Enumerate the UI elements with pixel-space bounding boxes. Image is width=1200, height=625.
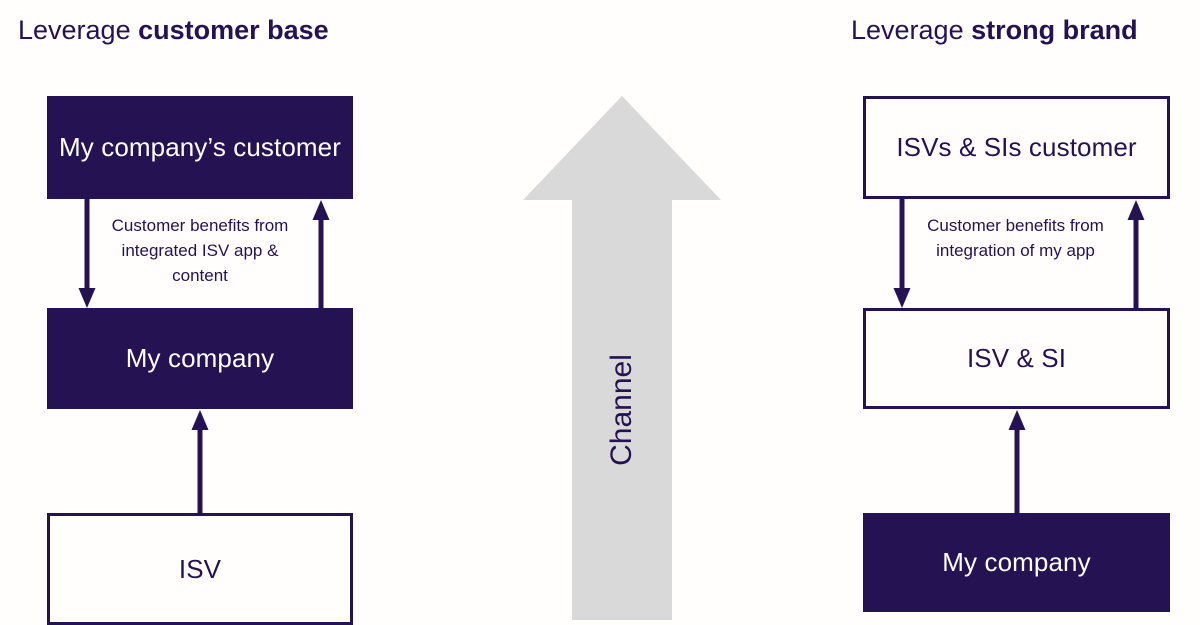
box-isvs-and-sis-customer[interactable]: ISVs & SIs customer: [863, 96, 1170, 199]
arrow-mycompany-to-isvsi-up-icon: [1006, 408, 1028, 514]
left-title-prefix: Leverage: [18, 15, 139, 45]
box-my-company-left[interactable]: My company: [47, 308, 353, 409]
box-isv[interactable]: ISV: [47, 513, 353, 625]
left-title-emphasis: customer base: [138, 15, 329, 45]
right-title-emphasis: strong brand: [971, 15, 1138, 45]
arrow-company-to-customer-up-icon: [310, 198, 332, 310]
box-isv-and-si[interactable]: ISV & SI: [863, 308, 1170, 409]
arrow-isvsi-to-customer-up-icon: [1125, 198, 1147, 310]
right-column-title: Leverage strong brand: [851, 14, 1138, 46]
right-title-prefix: Leverage: [851, 15, 972, 45]
left-column-title: Leverage customer base: [18, 14, 329, 46]
box-my-company-right[interactable]: My company: [863, 513, 1170, 612]
channel-up-arrow-icon: [523, 96, 721, 620]
arrow-customer-to-isvsi-down-icon: [891, 198, 913, 310]
arrow-isv-to-company-up-icon: [189, 408, 211, 514]
right-column-caption: Customer benefits from integration of my…: [927, 216, 1104, 260]
left-column-caption: Customer benefits from integrated ISV ap…: [111, 216, 289, 285]
arrow-customer-to-company-down-icon: [76, 198, 98, 310]
box-my-companys-customer[interactable]: My company’s customer: [47, 96, 353, 199]
